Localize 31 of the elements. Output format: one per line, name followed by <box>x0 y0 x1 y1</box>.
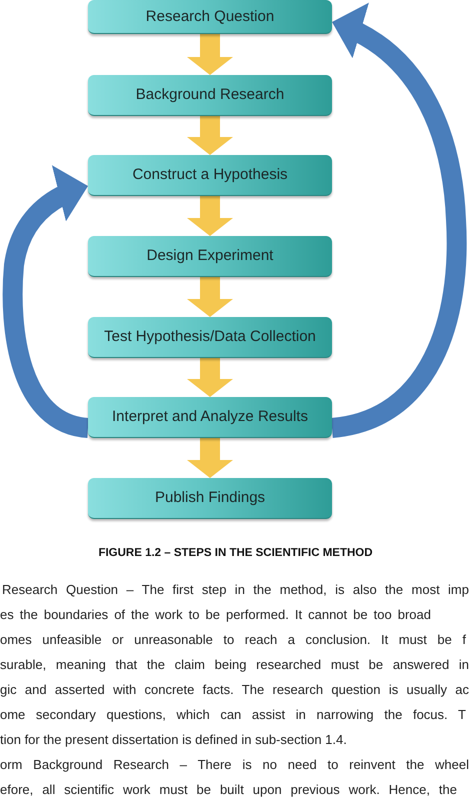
arrow <box>187 34 233 75</box>
arrow <box>187 196 233 236</box>
process-box <box>88 317 332 358</box>
body-text-line: efore, all scientific work must be built upon previous work. Hence, the <box>0 782 457 798</box>
step-label: Research Question <box>146 8 274 26</box>
figure-caption: FIGURE 1.2 – STEPS IN THE SCIENTIFIC METHOD <box>97 546 374 560</box>
body-text-line: tion for the present dissertation is defined in sub-section 1.4. <box>0 732 347 748</box>
arrow <box>187 438 233 478</box>
step-label: Test Hypothesis/Data Collection <box>104 328 316 346</box>
step-label: Design Experiment <box>146 247 274 265</box>
body-text-line: omes unfeasible or unreasonable to reach a conclusion. It must be f <box>0 632 466 648</box>
body-text-line: orm Background Research – There is no need to reinvent the wheel <box>0 757 469 773</box>
curved-arrow <box>2 166 91 438</box>
body-text-line: Research Question – The first step in the method, is also the most imp <box>2 582 469 598</box>
arrow <box>187 277 233 317</box>
process-box <box>88 155 332 196</box>
arrow <box>187 116 233 155</box>
step-label: Publish Findings <box>154 489 266 507</box>
process-box <box>88 397 332 438</box>
body-text-line: ome secondary questions, which can assist in narrowing the focus. T <box>0 707 466 723</box>
process-box <box>88 0 332 34</box>
step-label: Background Research <box>136 86 284 104</box>
body-text-line: gic and asserted with concrete facts. The research question is usually ac <box>0 682 469 698</box>
arrow <box>187 358 233 397</box>
step-label: Construct a Hypothesis <box>132 166 288 184</box>
body-text-line: surable, meaning that the claim being researched must be answered in <box>0 657 469 673</box>
step-label: Interpret and Analyze Results <box>112 408 308 426</box>
process-box <box>88 478 332 519</box>
process-box <box>88 236 332 277</box>
process-box <box>88 75 332 116</box>
body-text-line: es the boundaries of the work to be performed. It cannot be too broad <box>0 607 431 623</box>
